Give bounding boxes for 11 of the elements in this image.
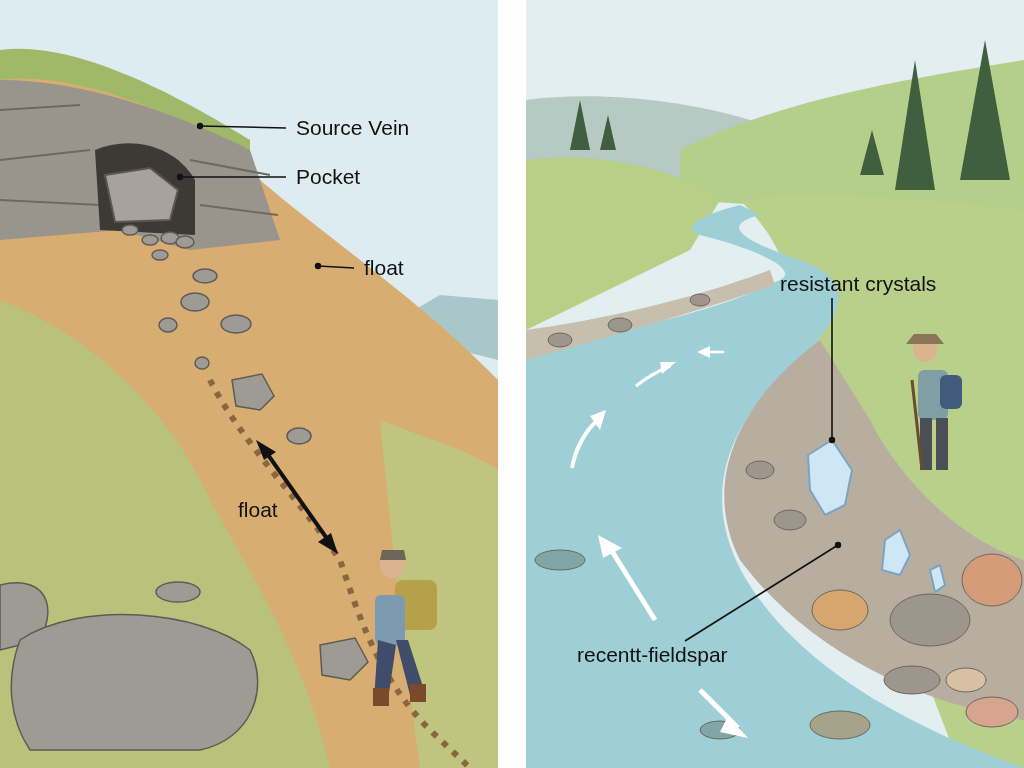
leader-line [828, 297, 836, 444]
leader-line [196, 122, 287, 130]
leader-line [684, 541, 842, 642]
callout-label: Pocket [296, 165, 361, 189]
leader-line [176, 173, 287, 181]
leader-line [314, 262, 355, 270]
crystal-icon [806, 438, 854, 518]
callout-label: resistant crystals [780, 272, 937, 296]
callout-label: recentt-fieldspar [577, 643, 728, 667]
measure-label: float [238, 498, 278, 522]
callout-label: Source Vein [296, 116, 410, 140]
